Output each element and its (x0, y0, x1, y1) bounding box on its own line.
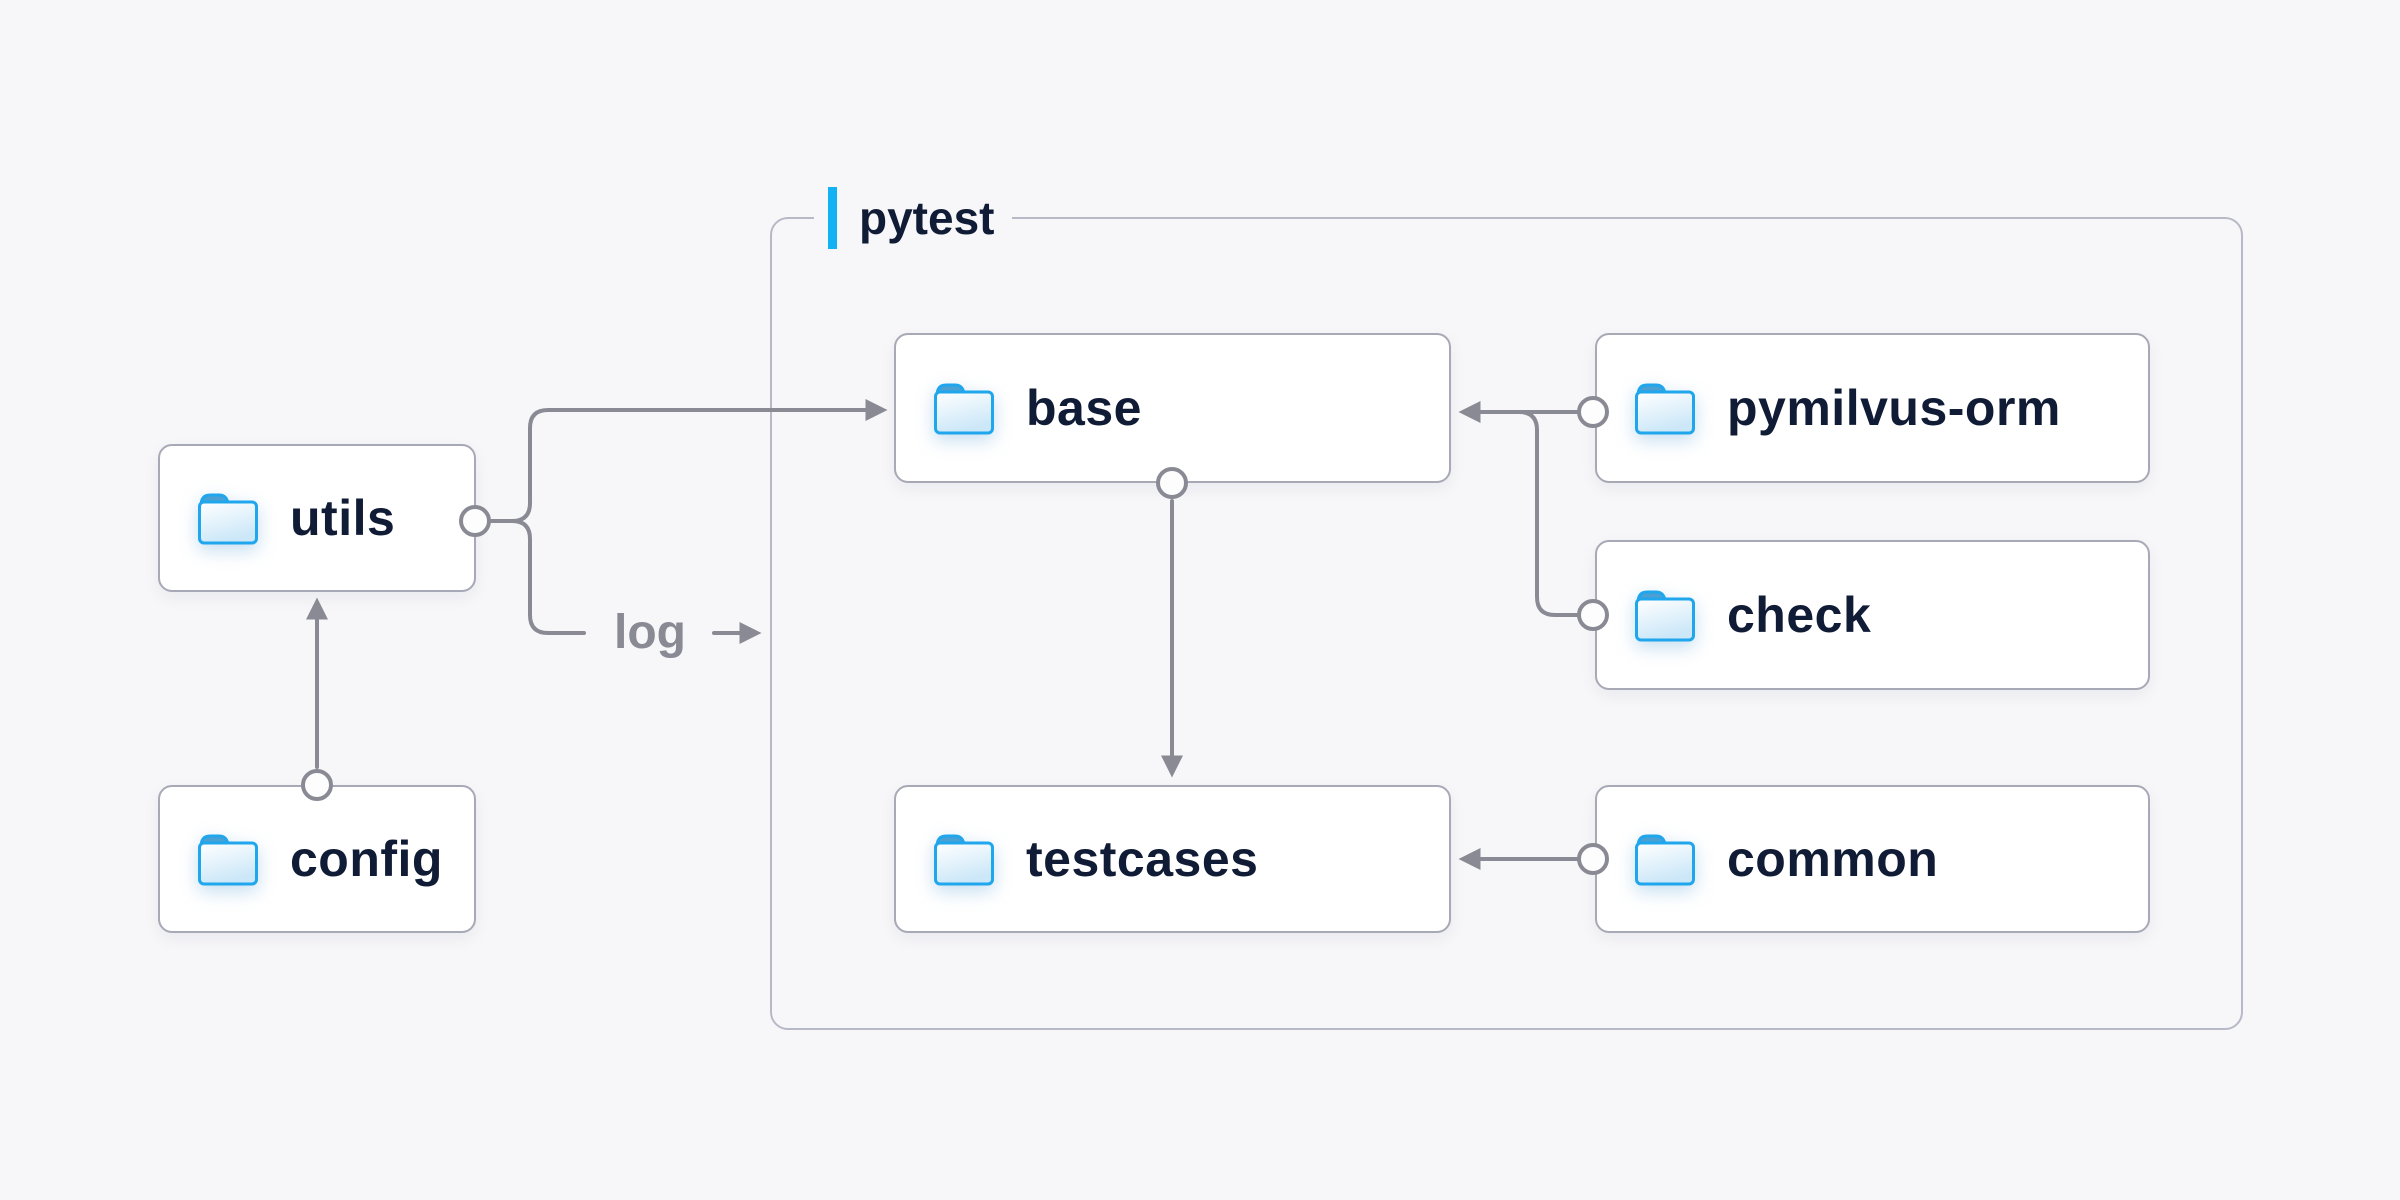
node-label: config (290, 831, 443, 887)
folder-icon (932, 831, 996, 887)
node-check: check (1595, 540, 2150, 690)
folder-icon (1633, 831, 1697, 887)
folder-icon (196, 831, 260, 887)
folder-icon (932, 380, 996, 436)
node-pymilvus-orm: pymilvus-orm (1595, 333, 2150, 483)
node-testcases: testcases (894, 785, 1451, 933)
pytest-group-label: pytest (814, 186, 1013, 250)
node-config: config (158, 785, 476, 933)
node-common: common (1595, 785, 2150, 933)
node-label: common (1727, 831, 1939, 887)
node-base: base (894, 333, 1451, 483)
node-label: utils (290, 490, 396, 546)
folder-icon (1633, 587, 1697, 643)
node-label: base (1026, 380, 1142, 436)
accent-bar-icon (828, 187, 837, 249)
node-utils: utils (158, 444, 476, 592)
edge-utils-log (488, 519, 586, 635)
pytest-group-container: pytest (770, 186, 2243, 1030)
node-label: pymilvus-orm (1727, 380, 2061, 436)
group-title: pytest (859, 192, 995, 244)
folder-icon (1633, 380, 1697, 436)
node-label: check (1727, 587, 1872, 643)
edge-label-log: log (614, 606, 686, 659)
node-label: testcases (1026, 831, 1259, 887)
folder-icon (196, 490, 260, 546)
